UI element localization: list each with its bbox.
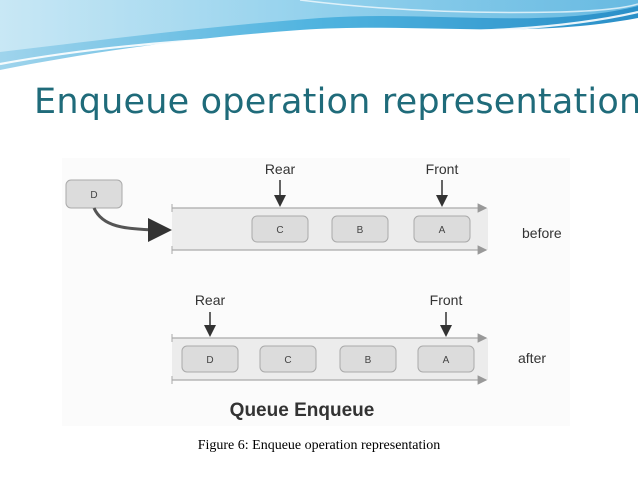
svg-text:B: B [357,225,364,236]
svg-text:C: C [276,225,283,236]
rear-pointer-label-after: Rear [195,292,226,308]
queue-after-element: D [181,345,239,373]
queue-before-element: C [251,215,309,243]
svg-text:C: C [284,355,291,366]
svg-text:B: B [365,355,372,366]
svg-text:D: D [206,355,213,366]
incoming-element-d: D [65,179,123,209]
queue-before-element: A [413,215,471,243]
figure-caption: Figure 6: Enqueue operation representati… [197,438,441,453]
incoming-element-label: D [90,190,97,201]
svg-text:A: A [443,355,450,366]
diagram-title: Queue Enqueue [230,400,375,421]
svg-text:A: A [439,225,446,236]
queue-diagram: D C B A Rear Front [65,161,562,421]
rear-pointer-label-before: Rear [265,161,296,177]
enqueue-arrow [92,207,172,242]
queue-after-element: B [339,345,397,373]
queue-before-element: B [331,215,389,243]
queue-after: D C B A Rear Front after [171,292,546,385]
front-pointer-label-before: Front [426,161,459,177]
header-wave-banner [0,0,638,73]
state-label-before: before [522,225,562,241]
queue-after-element: A [417,345,475,373]
front-pointer-label-after: Front [430,292,463,308]
state-label-after: after [518,350,546,366]
queue-after-element: C [259,345,317,373]
queue-before: C B A Rear Front before [171,161,562,255]
slide-title: Enqueue operation representation [34,82,638,122]
queue-figure: D C B A Rear Front [62,158,570,426]
